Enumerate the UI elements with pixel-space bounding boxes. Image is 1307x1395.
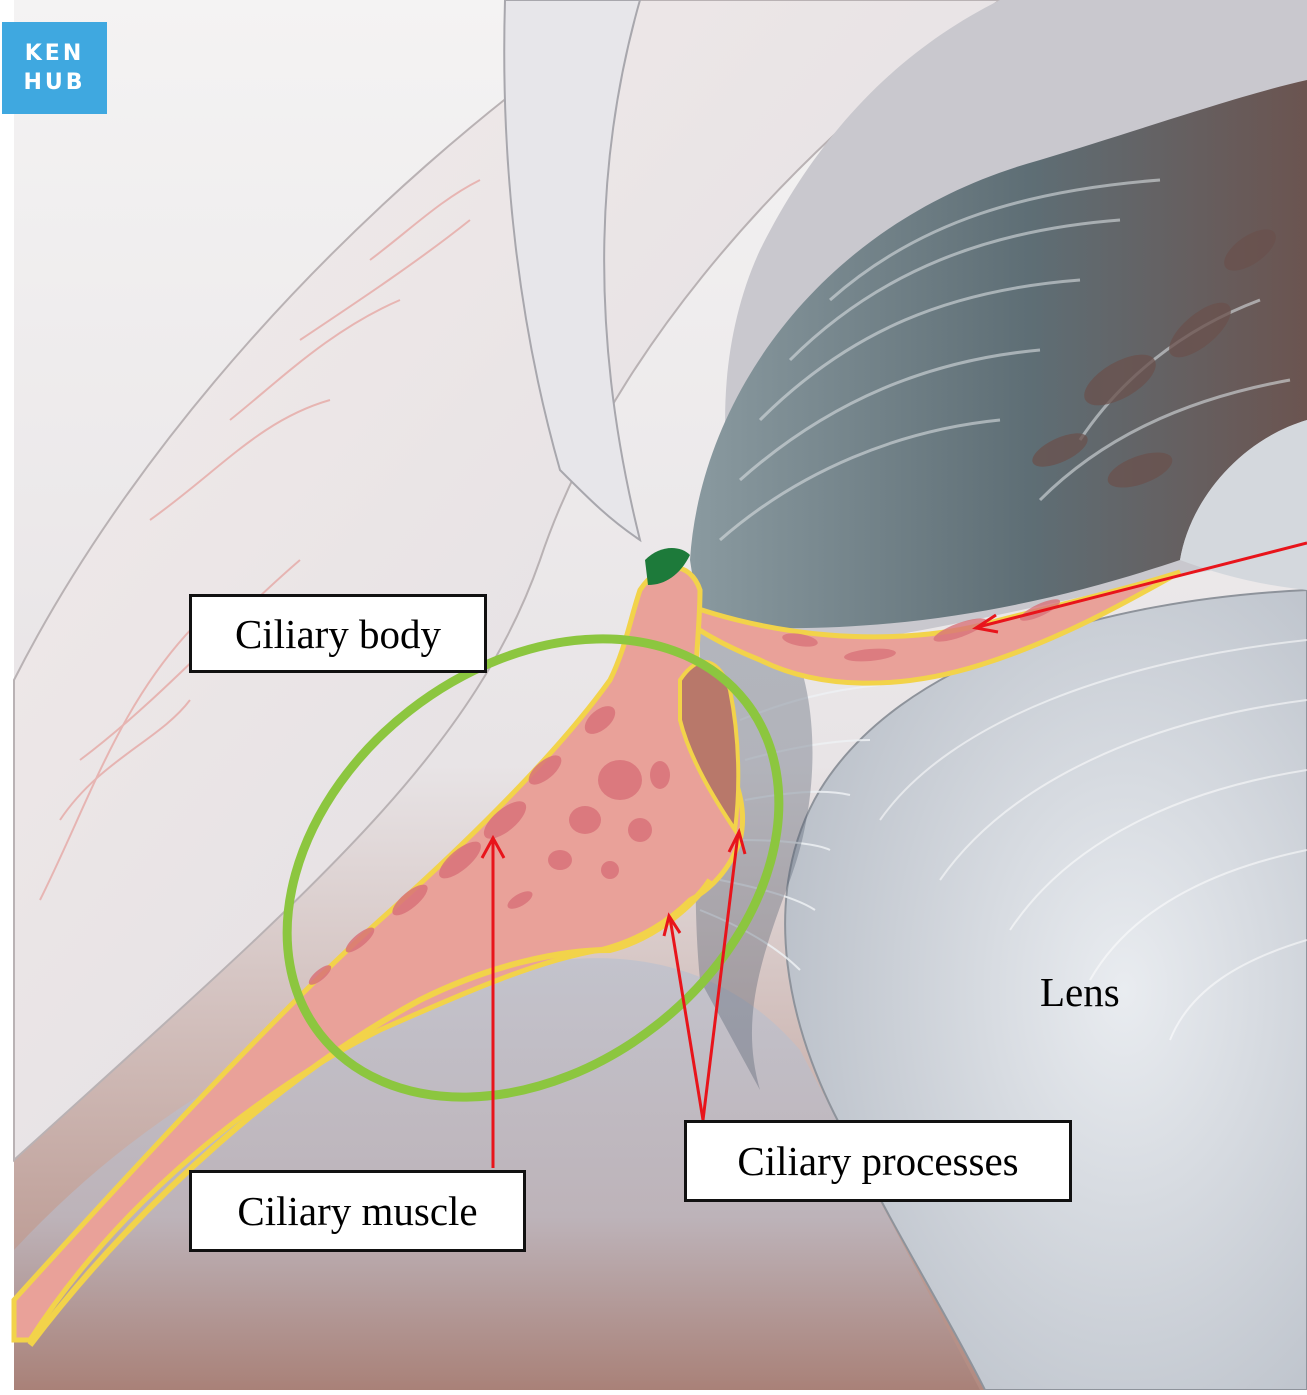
label-ciliary-processes: Ciliary processes: [684, 1120, 1072, 1202]
kenhub-logo: KEN HUB: [2, 22, 107, 114]
logo-line-1: KEN: [25, 39, 85, 68]
label-ciliary-body: Ciliary body: [189, 594, 487, 673]
label-lens: Lens: [1040, 968, 1120, 1016]
logo-line-2: HUB: [23, 68, 85, 97]
label-ciliary-muscle: Ciliary muscle: [189, 1170, 526, 1252]
